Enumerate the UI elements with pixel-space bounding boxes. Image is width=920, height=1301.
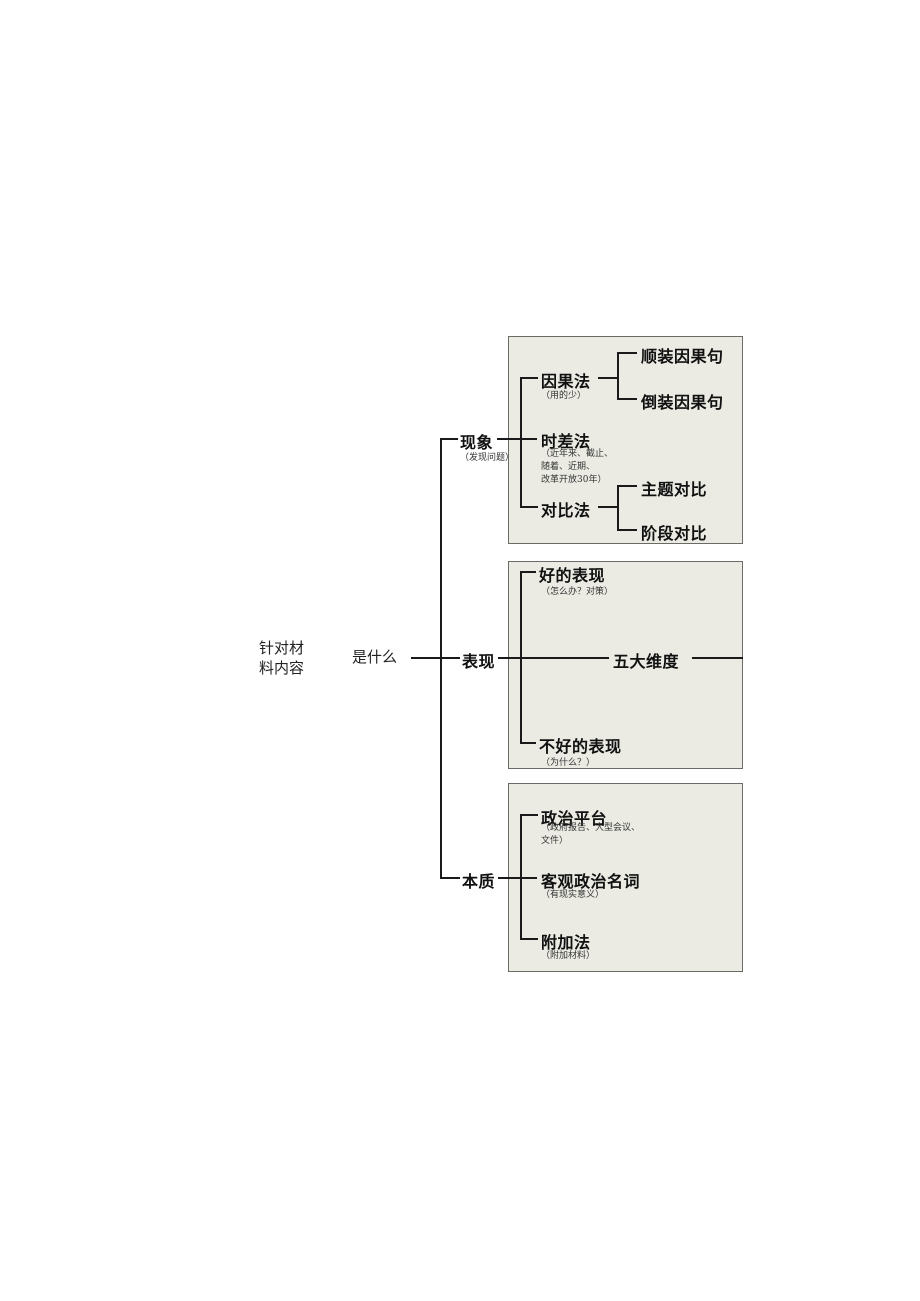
root-label-line1: 针对材 bbox=[259, 639, 305, 657]
node-phenomenon: 现象 bbox=[460, 433, 494, 452]
performance-branch-line bbox=[520, 571, 522, 743]
node-bad: 不好的表现 bbox=[539, 737, 622, 756]
connector-performance bbox=[440, 657, 460, 659]
node-time-note-line1: （近年来、截止、 bbox=[541, 449, 614, 459]
node-time-note-line2: 随着、近期、 bbox=[541, 462, 596, 472]
root-question: 是什么 bbox=[352, 648, 398, 666]
connector-platform bbox=[520, 814, 538, 816]
essence-panel bbox=[508, 783, 743, 972]
node-platform-note-line1: （政府报告、大型会议、 bbox=[541, 823, 641, 833]
causal-branch-line bbox=[617, 352, 619, 399]
connector-good bbox=[520, 571, 536, 573]
node-good: 好的表现 bbox=[539, 566, 606, 585]
node-contrast-sub2: 阶段对比 bbox=[641, 524, 708, 543]
connector-essence-right bbox=[498, 877, 537, 879]
node-addition: 附加法 bbox=[541, 933, 591, 952]
node-dimensions: 五大维度 bbox=[613, 652, 680, 671]
node-phenomenon-note: （发现问题） bbox=[460, 453, 515, 463]
node-essence: 本质 bbox=[462, 872, 496, 891]
connector-contrast-right bbox=[598, 506, 618, 508]
connector-phenomenon bbox=[440, 438, 458, 440]
connector-root bbox=[411, 657, 441, 659]
node-platform-note-line2: 文件） bbox=[541, 836, 569, 846]
node-contrast-sub1: 主题对比 bbox=[641, 480, 708, 499]
connector-causal-sub1 bbox=[617, 352, 637, 354]
node-time: 时差法 bbox=[541, 432, 591, 451]
connector-addition bbox=[520, 938, 538, 940]
node-performance: 表现 bbox=[462, 652, 496, 671]
node-good-note: （怎么办？对策） bbox=[541, 587, 614, 597]
phenomenon-panel bbox=[508, 336, 743, 544]
connector-essence bbox=[440, 877, 460, 879]
node-time-note: （近年来、截止、 随着、近期、 改革开放30年） bbox=[541, 448, 613, 487]
node-platform: 政治平台 bbox=[541, 809, 608, 828]
phenomenon-branch-line bbox=[520, 377, 522, 507]
node-platform-note: （政府报告、大型会议、 文件） bbox=[541, 822, 640, 848]
node-causal-note: （用的少） bbox=[541, 391, 587, 401]
connector-performance-right bbox=[498, 657, 609, 659]
connector-causal-sub2 bbox=[617, 398, 637, 400]
connector-bad bbox=[520, 742, 536, 744]
connector-causal bbox=[520, 377, 538, 379]
connector-causal-right bbox=[598, 377, 618, 379]
root-label-line2: 料内容 bbox=[259, 659, 305, 677]
performance-panel bbox=[508, 561, 743, 769]
connector-dimensions-right bbox=[692, 657, 743, 659]
node-terms: 客观政治名词 bbox=[541, 872, 641, 891]
node-bad-note: （为什么？） bbox=[541, 758, 596, 768]
node-terms-note: （有现实意义） bbox=[541, 890, 605, 900]
node-causal-sub1: 顺装因果句 bbox=[641, 347, 724, 366]
connector-phenomenon-right bbox=[497, 438, 537, 440]
root-label: 针对材 料内容 bbox=[259, 638, 304, 678]
node-time-note-line3: 改革开放30年） bbox=[541, 475, 607, 485]
contrast-branch-line bbox=[617, 485, 619, 530]
node-addition-note: （附加材料） bbox=[541, 951, 596, 961]
node-causal-sub2: 倒装因果句 bbox=[641, 393, 724, 412]
connector-contrast bbox=[520, 506, 538, 508]
essence-branch-line bbox=[520, 814, 522, 939]
node-causal: 因果法 bbox=[541, 372, 591, 391]
connector-contrast-sub1 bbox=[617, 485, 637, 487]
node-contrast: 对比法 bbox=[541, 501, 591, 520]
connector-contrast-sub2 bbox=[617, 529, 637, 531]
